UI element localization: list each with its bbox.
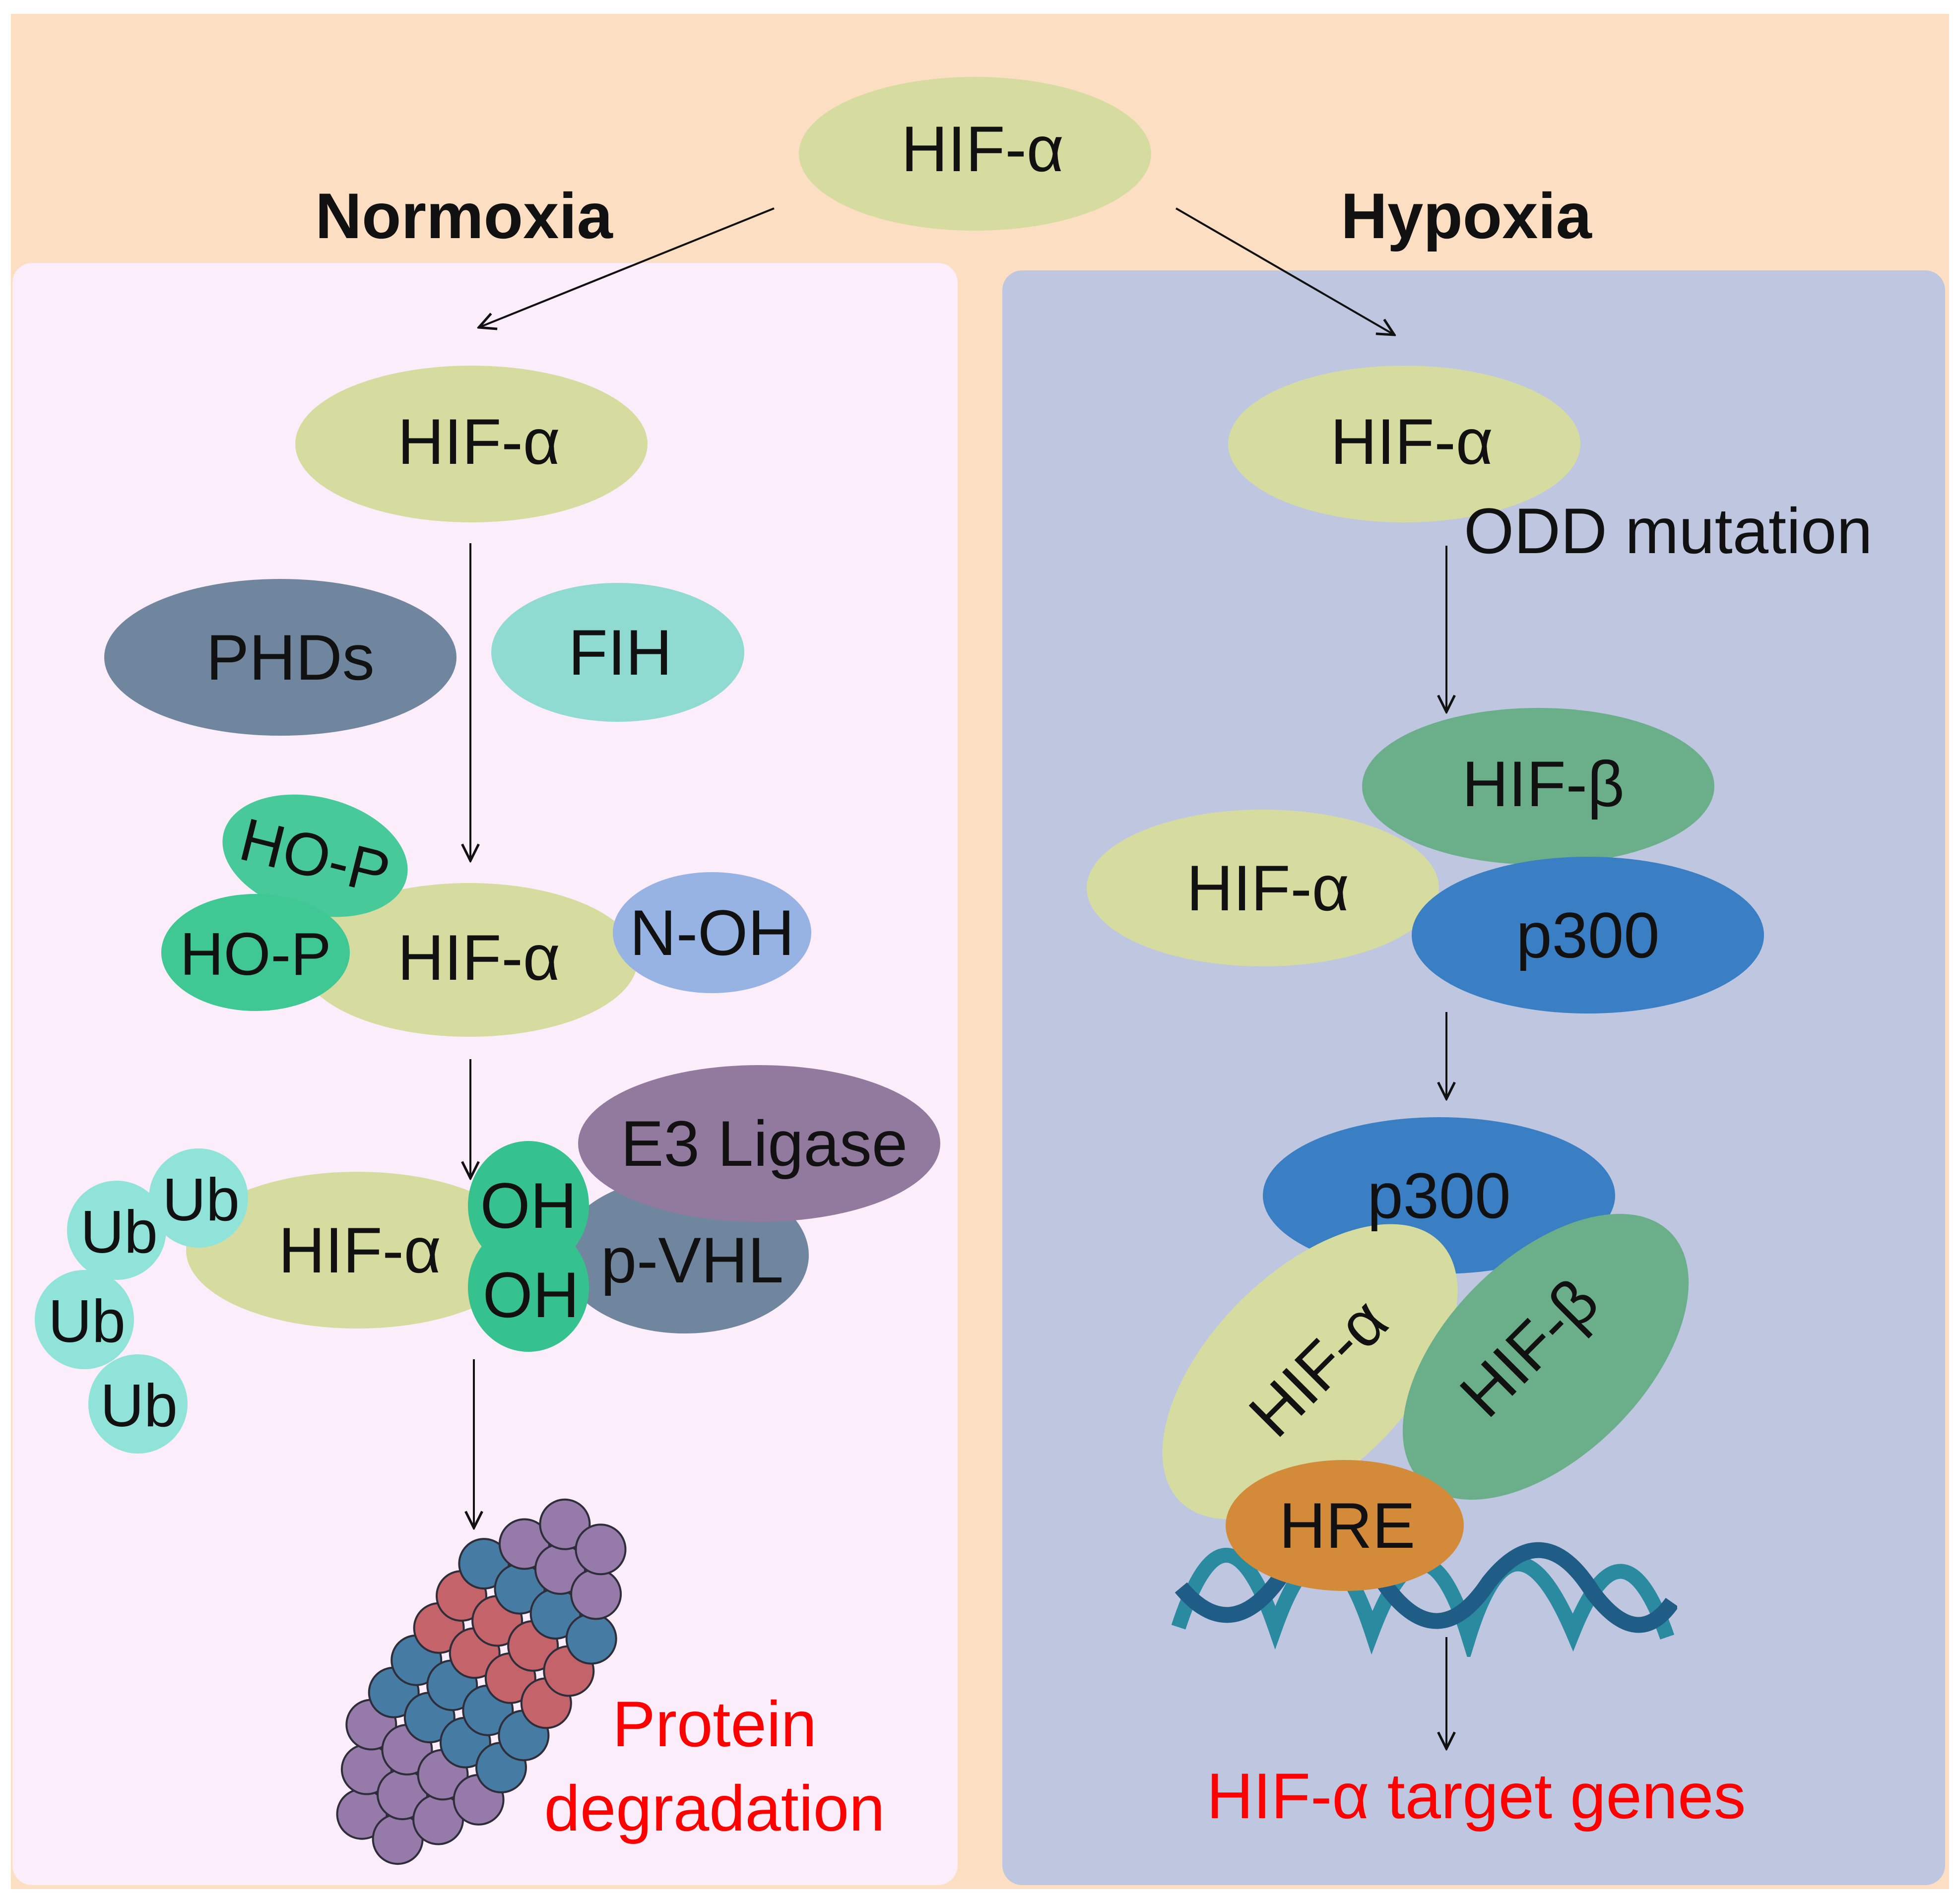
p300-label-2: p300 [1367,1159,1510,1232]
ub-node-4 [88,1354,188,1454]
proteasome-subunit [539,1498,591,1550]
ho-p-top-node [222,794,408,917]
n-oh-node [613,872,811,993]
hypoxia-title: Hypoxia [1341,180,1592,252]
n-oh-label: N-OH [630,896,794,969]
normoxia-hif-alpha-node-3 [186,1172,528,1329]
proteasome-subunit [570,1568,622,1620]
hypoxia-hif-alpha-node-3 [1162,1224,1458,1520]
target-genes-label: HIF-α target genes [1207,1760,1746,1832]
ub-node-2 [67,1181,166,1280]
p300-node-1 [1412,857,1764,1013]
hypoxia-hif-beta-node-1 [1362,708,1714,865]
odd-mutation-label: ODD mutation [1464,495,1873,567]
arrows [470,207,1446,1749]
ub-label-3: Ub [48,1287,126,1355]
hypoxia-hif-alpha-label-2: HIF-α [1186,852,1349,924]
oh-bottom-node [468,1223,589,1352]
hypoxia-hif-beta-label-1: HIF-β [1462,748,1624,820]
normoxia-hif-alpha-label-3: HIF-α [278,1214,441,1286]
arrow-to-hypoxia [1175,207,1394,335]
phds-node [104,579,457,736]
dna-strand-front [1175,1539,1677,1633]
hypoxia-hif-alpha-label-1: HIF-α [1330,405,1493,478]
top-hif-alpha-node [799,77,1151,231]
oh-top-label: OH [480,1169,577,1242]
normoxia-hif-alpha-label-2: HIF-α [397,921,560,994]
ub-label-4: Ub [100,1372,178,1439]
phds-label: PHDs [206,621,374,694]
e3-ligase-label: E3 Ligase [621,1107,908,1180]
fih-label: FIH [568,616,672,689]
hypoxia-hif-beta-node-2 [1402,1213,1689,1500]
fih-node [491,583,744,722]
hypoxia-hif-alpha-node-1 [1228,366,1580,522]
normoxia-title: Normoxia [315,180,613,252]
oh-bottom-label: OH [483,1259,580,1331]
hypoxia-hif-alpha-node-2 [1087,810,1439,966]
proteasome-subunit [565,1613,617,1665]
hre-label: HRE [1279,1489,1415,1562]
normoxia-hif-alpha-node-1 [295,366,648,522]
ho-p-left-label: HO-P [180,920,331,988]
ho-p-left-node [161,894,350,1011]
degradation-label-line1: Protein [612,1688,817,1760]
degradation-label-line2: degradation [544,1772,885,1844]
ub-node-1 [149,1148,248,1248]
e3-ligase-node [578,1065,940,1222]
proteasome-subunit [575,1523,627,1576]
proteasome-illustration [336,1498,627,1865]
p300-label-1: p300 [1516,899,1659,971]
arrow-to-normoxia [479,207,775,327]
normoxia-hif-alpha-label-1: HIF-α [397,405,560,478]
hre-node [1226,1460,1464,1591]
ub-node-3 [35,1270,134,1369]
p-vhl-label: p-VHL [601,1224,784,1296]
top-hif-alpha-label: HIF-α [901,113,1064,185]
ub-label-1: Ub [162,1166,240,1233]
ub-label-2: Ub [80,1198,158,1266]
normoxia-hif-alpha-node-2 [300,883,638,1037]
